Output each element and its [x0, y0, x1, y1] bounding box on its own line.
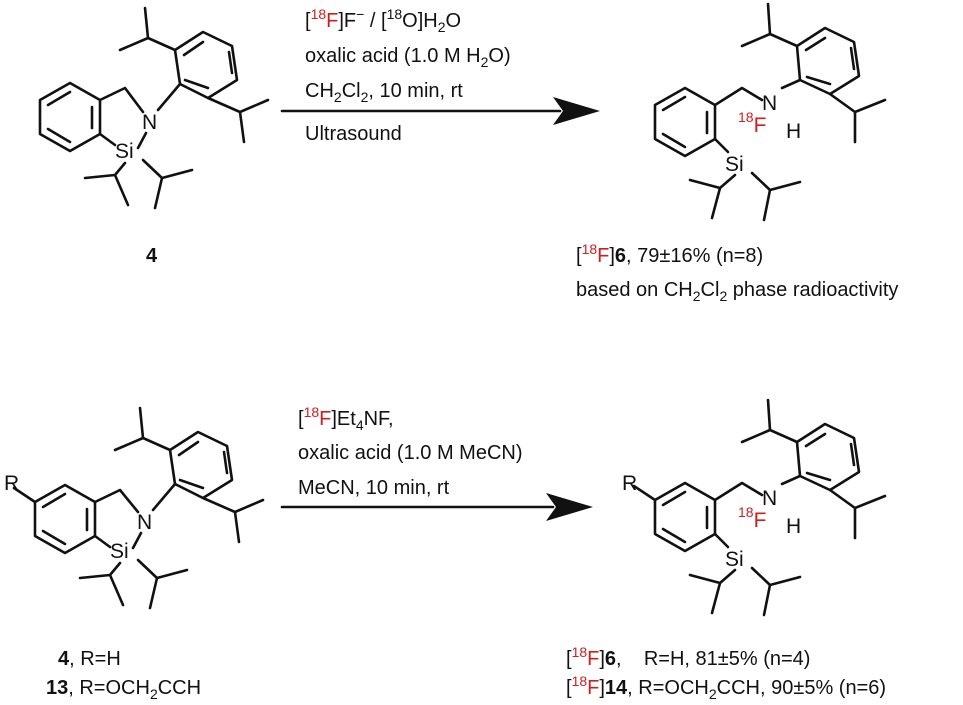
reaction-arrow-1 — [280, 97, 600, 125]
reactant-label-4-R-H: 4, R=H — [58, 648, 121, 670]
conditions-2-line-1: [18F]Et4NF, — [298, 404, 394, 433]
conditions-1-line-4: Ultrasound — [305, 123, 402, 145]
atom-R: R — [4, 472, 19, 495]
atom-N: N — [137, 511, 152, 534]
conditions-1-line-1: [18F]F− / [18O]H2O — [305, 6, 461, 35]
product-note: based on CH2Cl2 phase radioactivity — [576, 279, 898, 304]
atom-Si: Si — [110, 540, 129, 563]
product-14-structure — [632, 398, 887, 617]
reactant-label-13: 13, R=OCH2CCH — [46, 677, 201, 702]
conditions-1-line-2: oxalic acid (1.0 M H2O) — [305, 45, 511, 70]
atom-18F: 18F — [738, 504, 766, 532]
reactant-label-4: 4 — [146, 245, 158, 267]
atom-Si: Si — [115, 140, 134, 163]
atom-R: R — [622, 472, 637, 495]
reaction-arrow-2 — [280, 493, 593, 521]
atom-Si: Si — [725, 548, 744, 571]
product-label-14: [18F]14, R=OCH2CCH, 90±5% (n=6) — [566, 673, 886, 702]
atom-N: N — [142, 111, 157, 134]
atom-N: N — [762, 92, 777, 115]
reactant-4-structure — [38, 6, 270, 210]
conditions-2-line-2: oxalic acid (1.0 M MeCN) — [298, 442, 523, 464]
atom-H: H — [786, 515, 801, 538]
product-6-structure — [653, 2, 887, 222]
atom-Si: Si — [725, 153, 744, 176]
product-label-6: [18F]6, 79±16% (n=8) — [576, 241, 763, 267]
reactant-13-structure — [12, 406, 265, 610]
conditions-2-line-3: MeCN, 10 min, rt — [298, 477, 450, 499]
atom-H: H — [786, 120, 801, 143]
product-label-6-R-H: [18F]6, R=H, 81±5% (n=4) — [566, 644, 810, 670]
conditions-1-line-3: CH2Cl2, 10 min, rt — [305, 80, 463, 105]
atom-N: N — [762, 487, 777, 510]
atom-18F: 18F — [738, 109, 766, 137]
